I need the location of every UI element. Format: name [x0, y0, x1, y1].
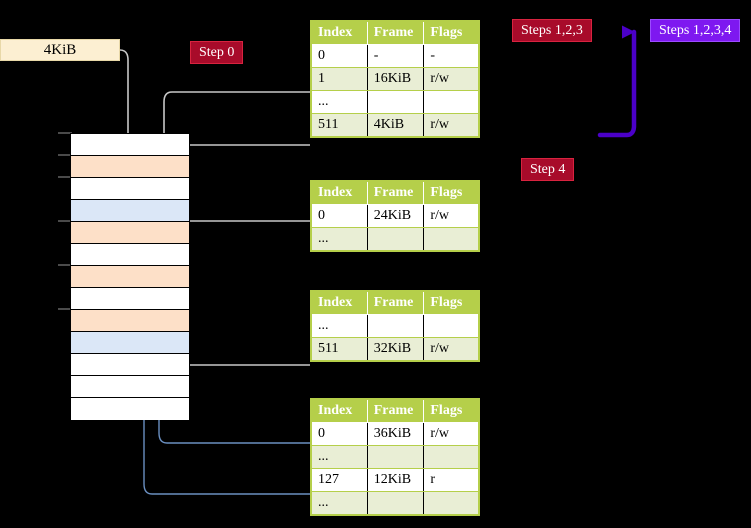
column-header-frame: Frame: [366, 290, 425, 315]
memory-column: [70, 133, 190, 420]
cell-index: 511: [311, 113, 368, 138]
cell-index: 511: [311, 337, 368, 362]
cell-frame: 12KiB: [366, 468, 424, 492]
cell-frame: -: [366, 44, 424, 68]
column-header-flags: Flags: [423, 180, 480, 205]
cell-index: ...: [311, 90, 368, 114]
cell-index: 0: [311, 422, 368, 446]
table-row: ...: [311, 445, 479, 469]
cell-flags: r/w: [423, 204, 479, 228]
table-row: ...: [311, 314, 479, 338]
badge-steps-1234: Steps 1,2,3,4: [650, 19, 741, 42]
memory-row: [71, 354, 189, 376]
cell-frame: 32KiB: [366, 337, 424, 362]
memory-row: [71, 332, 189, 354]
memory-row: [71, 310, 189, 332]
cell-flags: -: [423, 44, 479, 68]
column-header-flags: Flags: [423, 20, 480, 45]
cell-index: ...: [311, 445, 368, 469]
column-header-flags: Flags: [423, 398, 480, 423]
memory-row: [71, 222, 189, 244]
memory-row: [71, 288, 189, 310]
column-header-index: Index: [310, 20, 368, 45]
connector-table2-to-memory: [174, 317, 310, 366]
cell-index: 1: [311, 67, 368, 91]
column-header-index: Index: [310, 398, 368, 423]
connector-table1-to-memory: [177, 220, 310, 259]
column-header-index: Index: [310, 180, 368, 205]
memory-row: [71, 156, 189, 178]
table-row: 0--: [311, 44, 479, 68]
memory-row: [71, 266, 189, 288]
memory-row: [71, 200, 189, 222]
cell-flags: r/w: [423, 337, 479, 362]
memory-row: [71, 398, 189, 420]
column-header-frame: Frame: [366, 398, 425, 423]
cell-flags: r/w: [423, 113, 479, 138]
column-header-frame: Frame: [366, 20, 425, 45]
cell-index: ...: [311, 314, 368, 338]
table-row: ...: [311, 227, 479, 252]
cell-flags: r: [423, 468, 479, 492]
cell-index: 127: [311, 468, 368, 492]
cell-flags: [423, 445, 479, 469]
cell-frame: [366, 90, 424, 114]
cell-frame: [366, 314, 424, 338]
cell-flags: [423, 491, 479, 516]
badge-steps-123: Steps 1,2,3: [512, 19, 592, 42]
table-row: ...: [311, 491, 479, 516]
cell-frame: [366, 491, 424, 516]
purple-loop-arrow: [597, 25, 637, 138]
size-label-box: 4KiB: [0, 39, 120, 61]
cell-flags: r/w: [423, 67, 479, 91]
connector-table0-511-to-memory: [177, 144, 310, 172]
column-header-frame: Frame: [366, 180, 425, 205]
cell-flags: [423, 314, 479, 338]
memory-row: [71, 244, 189, 266]
cell-frame: 36KiB: [366, 422, 424, 446]
cell-index: ...: [311, 491, 368, 516]
column-header-flags: Flags: [423, 290, 480, 315]
cell-flags: r/w: [423, 422, 479, 446]
memory-row: [71, 178, 189, 200]
memory-row: [71, 134, 189, 156]
cell-index: 0: [311, 204, 368, 228]
cell-index: 0: [311, 44, 368, 68]
cell-flags: [423, 227, 479, 252]
memory-row: [71, 376, 189, 398]
badge-step-0: Step 0: [190, 41, 244, 64]
cell-index: ...: [311, 227, 368, 252]
cell-frame: 16KiB: [366, 67, 424, 91]
cell-frame: [366, 227, 424, 252]
size-label-text: 4KiB: [43, 41, 77, 58]
cell-frame: 24KiB: [366, 204, 424, 228]
badge-step-4: Step 4: [521, 158, 575, 181]
cell-frame: [366, 445, 424, 469]
table-row: ...: [311, 90, 479, 114]
column-header-index: Index: [310, 290, 368, 315]
cell-flags: [423, 90, 479, 114]
cell-frame: 4KiB: [366, 113, 424, 138]
